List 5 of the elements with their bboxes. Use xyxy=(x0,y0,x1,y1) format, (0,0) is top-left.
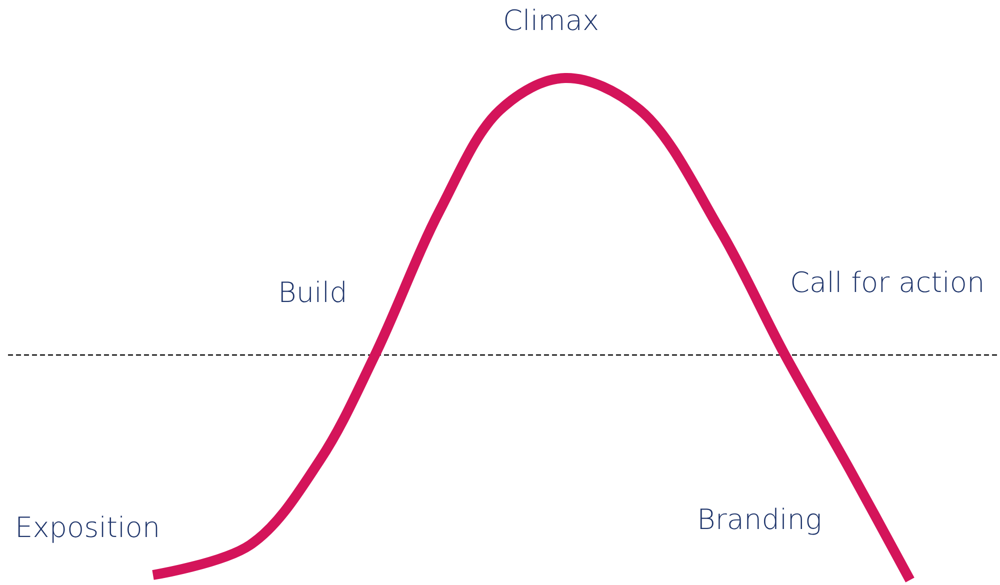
stage-label: Branding xyxy=(697,505,822,536)
peak-label: Climax xyxy=(503,6,600,37)
stage-label: Build xyxy=(278,278,348,309)
stage-label: Exposition xyxy=(15,513,160,544)
stage-label: Call for action xyxy=(790,268,985,299)
